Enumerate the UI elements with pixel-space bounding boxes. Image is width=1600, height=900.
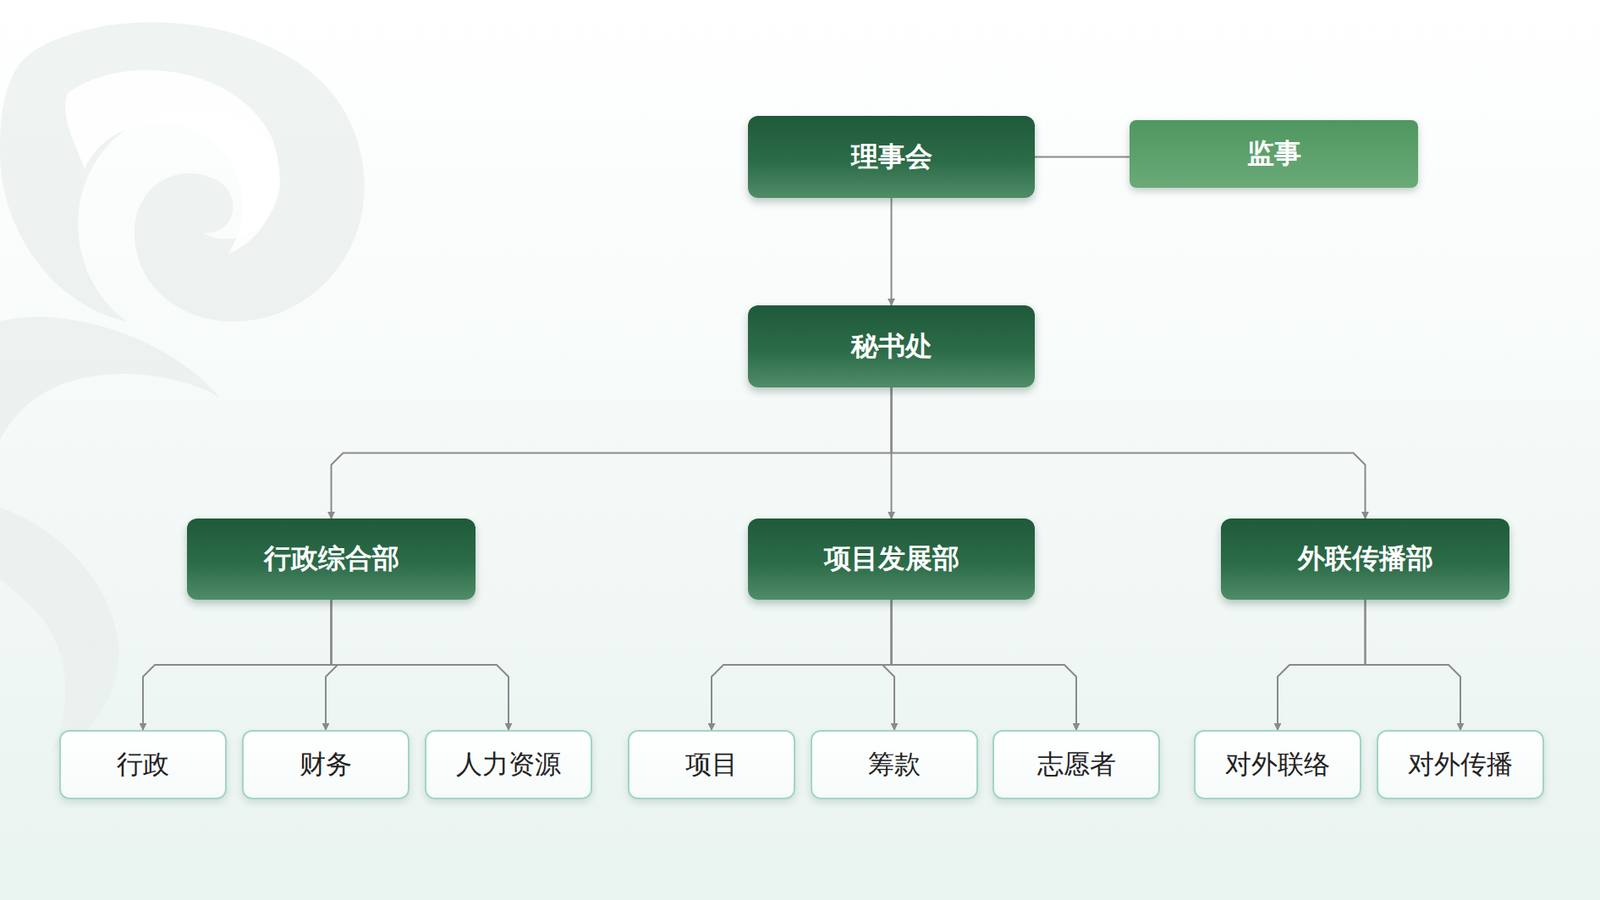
box-label: 行政综合部 [263,540,400,578]
function-box: 行政 [59,730,227,800]
cloud-swirl [0,21,365,754]
box-label: 筹款 [868,747,921,783]
connector [331,599,510,731]
box-label: 志愿者 [1037,747,1117,783]
function-box: 人力资源 [424,730,593,800]
function-box: 项目 [627,730,796,800]
function-box: 对外传播 [1376,730,1545,800]
function-box: 财务 [241,730,410,800]
connector [891,599,1078,731]
function-box: 对外联络 [1193,730,1362,800]
function-box: 筹款 [810,730,979,800]
function-box: 志愿者 [992,730,1161,800]
supervisor-box: 监事 [1129,120,1419,188]
box-label: 理事会 [851,138,933,176]
department-box: 行政综合部 [186,518,476,600]
connector [890,197,893,306]
department-box: 秘书处 [747,305,1035,388]
connector [1277,599,1366,731]
connector [1365,599,1462,731]
box-label: 秘书处 [851,328,933,366]
department-box: 外联传播部 [1220,518,1510,600]
box-label: 项目 [685,747,738,783]
box-label: 行政 [116,747,170,783]
department-box: 理事会 [747,115,1035,198]
box-label: 监事 [1247,135,1302,173]
connector [711,599,892,731]
box-label: 外联传播部 [1297,540,1434,578]
box-label: 财务 [299,747,352,783]
department-box: 项目发展部 [747,518,1035,600]
cloud-highlight [65,70,280,254]
connector [891,387,1366,519]
connector [331,387,892,519]
connector [142,599,332,731]
box-label: 项目发展部 [824,540,960,578]
box-label: 对外传播 [1407,747,1513,783]
box-label: 对外联络 [1225,747,1331,783]
connector [1034,156,1130,159]
box-label: 人力资源 [456,747,561,783]
